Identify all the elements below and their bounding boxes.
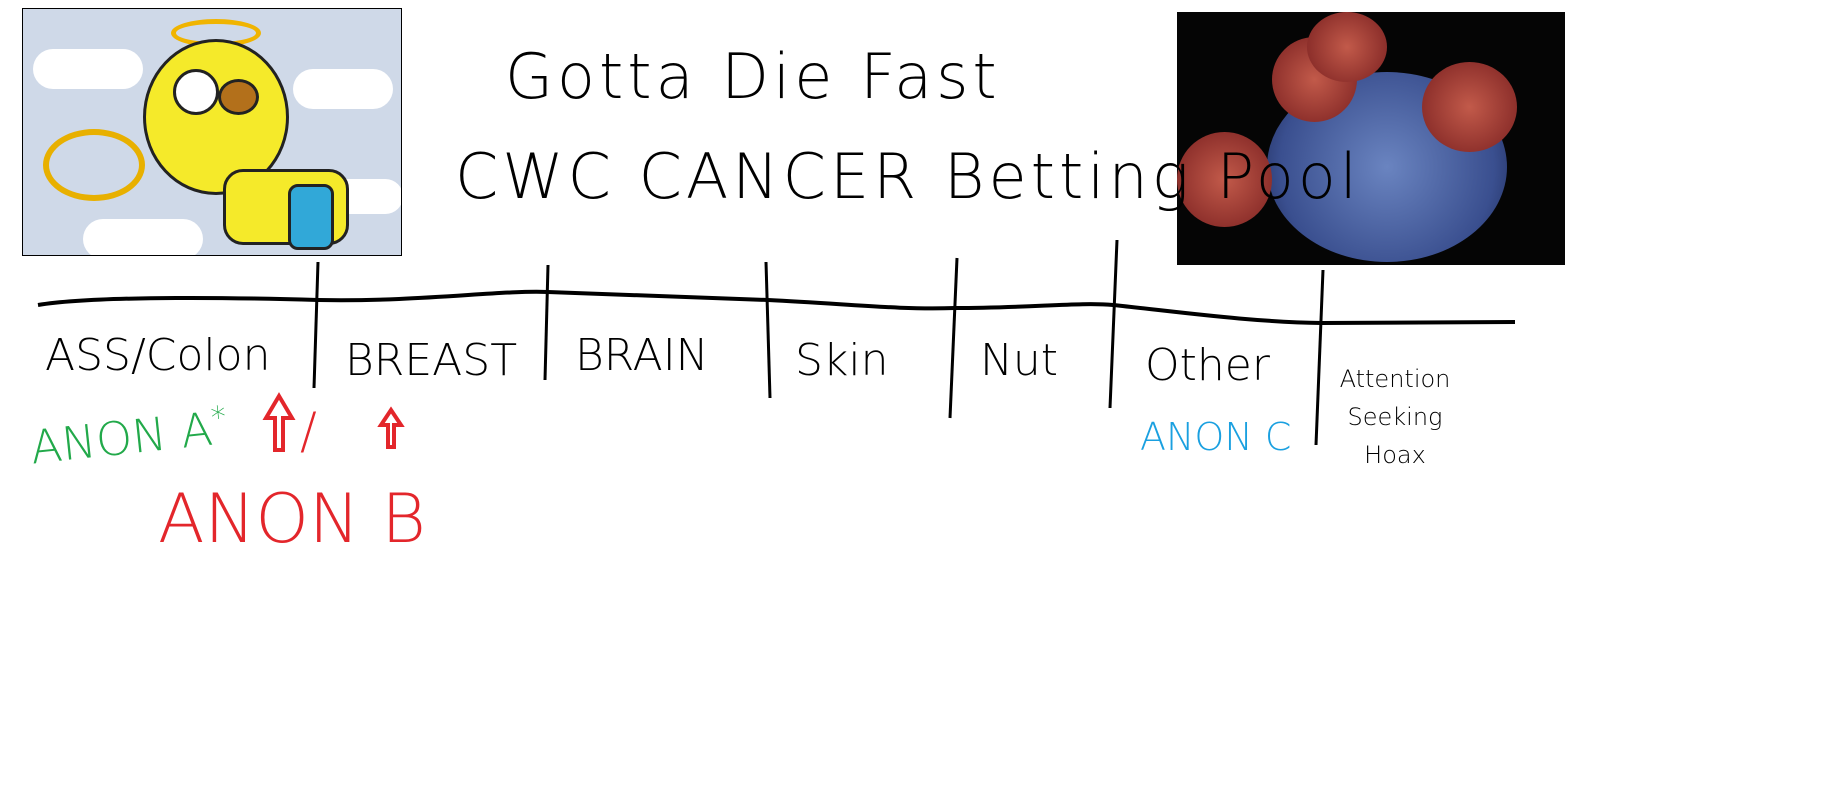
category-brain: BRAIN bbox=[575, 330, 709, 381]
eye-shape bbox=[218, 79, 259, 115]
t-cell-shape bbox=[1177, 132, 1272, 227]
bet-anon-c: ANON C bbox=[1140, 415, 1292, 459]
title-line-1: Gotta Die Fast bbox=[505, 40, 1001, 113]
up-arrow-icon bbox=[377, 406, 405, 449]
category-nut: Nut bbox=[980, 335, 1059, 386]
category-breast: BREAST bbox=[345, 335, 518, 386]
harp-shape bbox=[43, 129, 145, 201]
t-cell-shape bbox=[1307, 12, 1387, 82]
angel-sonic-cartoon-image bbox=[22, 8, 402, 256]
column-divider bbox=[1314, 269, 1325, 446]
column-divider bbox=[948, 257, 959, 419]
cloud-shape bbox=[33, 49, 143, 89]
bet-anon-b: ANON B bbox=[158, 480, 426, 559]
column-divider bbox=[764, 261, 772, 399]
up-arrow-icon bbox=[262, 392, 296, 452]
cloud-shape bbox=[83, 219, 203, 255]
category-skin: Skin bbox=[795, 335, 889, 386]
category-ass-colon: ASS/Colon bbox=[45, 330, 271, 381]
category-attention-seeking-hoax: Attention Seeking Hoax bbox=[1339, 365, 1451, 469]
shoe-shape bbox=[288, 184, 334, 250]
eye-shape bbox=[173, 69, 219, 115]
bet-separator: / bbox=[300, 402, 317, 460]
column-divider bbox=[312, 261, 320, 389]
column-divider bbox=[1108, 239, 1119, 409]
cloud-shape bbox=[293, 69, 393, 109]
title-line-2: CWC CANCER Betting Pool bbox=[455, 140, 1361, 213]
t-cell-shape bbox=[1422, 62, 1517, 152]
header-divider-line bbox=[37, 289, 1516, 326]
cancer-cell-image bbox=[1177, 12, 1565, 265]
category-other: Other bbox=[1145, 340, 1270, 391]
column-divider bbox=[543, 264, 550, 381]
